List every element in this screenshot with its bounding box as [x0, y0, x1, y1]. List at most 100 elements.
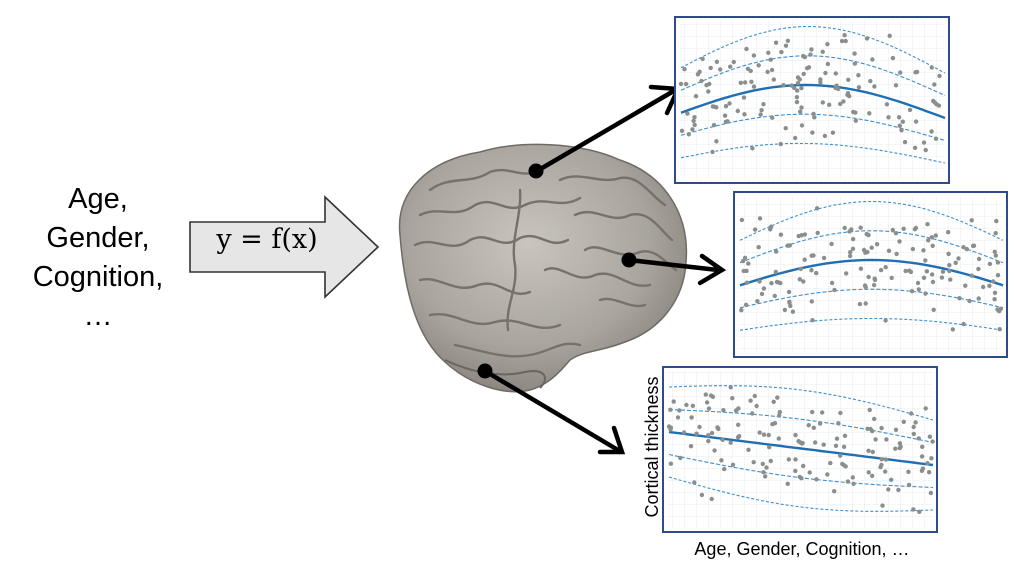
brain-point-2	[621, 252, 637, 268]
scatter-point	[736, 406, 741, 411]
scatter-point	[908, 269, 914, 275]
scatter-point	[751, 460, 756, 465]
scatter-point	[815, 230, 820, 236]
scatter-point	[752, 227, 758, 232]
scatter-point	[880, 503, 885, 508]
scatter-point	[689, 415, 694, 420]
scatter-point	[896, 115, 902, 120]
scatter-point	[700, 56, 705, 62]
scatter-point	[884, 102, 890, 107]
scatter-point	[930, 243, 935, 248]
scatter-point	[929, 129, 934, 134]
centile-curve	[680, 142, 946, 164]
scatter-point	[751, 53, 757, 58]
scatter-point	[909, 289, 915, 294]
scatter-point	[794, 99, 800, 105]
scatter-point	[773, 40, 779, 45]
scatter-point	[778, 141, 783, 147]
scatter-point	[843, 464, 848, 469]
scatter-point	[783, 43, 789, 48]
scatter-point	[699, 78, 704, 84]
scatter-point	[929, 456, 934, 461]
scatter-point	[893, 427, 899, 432]
scatter-point	[736, 422, 741, 427]
centile-curve	[739, 230, 1004, 264]
scatter-point	[890, 55, 896, 61]
scatter-point	[913, 70, 918, 75]
scatter-point	[682, 67, 687, 72]
scatter-point	[940, 269, 946, 274]
scatter-point	[771, 399, 776, 404]
scatter-point	[865, 426, 870, 431]
scatter-point	[889, 275, 894, 281]
scatter-point	[832, 489, 837, 494]
scatter-point	[719, 458, 724, 463]
scatter-point	[890, 227, 895, 233]
scatter-point	[746, 261, 751, 266]
scatter-point	[851, 481, 856, 486]
scatter-point	[742, 80, 748, 85]
scatter-point	[992, 297, 997, 302]
scatter-point	[738, 80, 743, 86]
scatter-point	[987, 283, 992, 288]
scatter-point	[930, 439, 935, 444]
scatter-point	[814, 270, 819, 276]
scatter-point	[736, 434, 742, 439]
scatter-point	[946, 251, 951, 257]
scatter-point	[842, 33, 847, 38]
scatter-point	[798, 266, 803, 272]
scatter-point	[714, 59, 720, 64]
scatter-point	[764, 465, 769, 470]
brain-point-3	[477, 363, 493, 379]
scatter-point	[684, 402, 689, 408]
scatter-point	[814, 206, 820, 211]
scatter-point	[912, 227, 918, 232]
scatter-point	[790, 309, 796, 314]
scatter-point	[910, 246, 916, 252]
scatter-point	[706, 433, 711, 438]
scatter-point	[874, 242, 880, 247]
scatter-point	[757, 279, 762, 284]
scatter-point	[923, 147, 928, 153]
scatter-point	[728, 385, 733, 390]
scatter-point	[723, 104, 729, 109]
scatter-point	[757, 216, 763, 221]
scatter-point	[741, 268, 746, 274]
scatter-point	[778, 232, 784, 237]
scatter-point	[778, 280, 783, 286]
scatter-point	[850, 475, 855, 480]
scatter-point	[675, 415, 681, 420]
scatter-point	[937, 73, 942, 79]
scatter-point	[825, 42, 830, 47]
scatter-point	[957, 296, 962, 301]
scatter-point	[901, 419, 906, 424]
scatter-point	[692, 480, 697, 485]
scatter-point	[850, 246, 856, 251]
scatter-point	[727, 101, 732, 106]
scatter-point	[744, 46, 749, 52]
scatter-point	[883, 318, 888, 323]
scatter-point	[690, 403, 696, 408]
scatter-point	[730, 396, 735, 401]
scatter-point	[847, 93, 852, 99]
scatter-point	[823, 70, 828, 76]
scatter-point	[863, 301, 868, 306]
scatter-point	[758, 112, 763, 117]
scatter-point	[710, 394, 716, 399]
median-curve	[739, 258, 1004, 287]
scatter-point	[770, 115, 775, 120]
scatter-point	[749, 79, 754, 85]
scatter-point	[926, 238, 931, 243]
scatter-point	[739, 217, 745, 223]
scatter-point	[793, 468, 798, 474]
scatter-point	[801, 279, 806, 284]
scatter-point	[822, 133, 828, 139]
scatter-point	[841, 444, 847, 449]
scatter-point	[825, 61, 831, 67]
scatter-point	[817, 421, 823, 426]
scatter-point	[766, 50, 771, 55]
scatter-point	[686, 132, 691, 137]
scatter-point	[893, 446, 898, 451]
scatter-point	[872, 276, 877, 281]
scatter-point	[932, 82, 937, 87]
